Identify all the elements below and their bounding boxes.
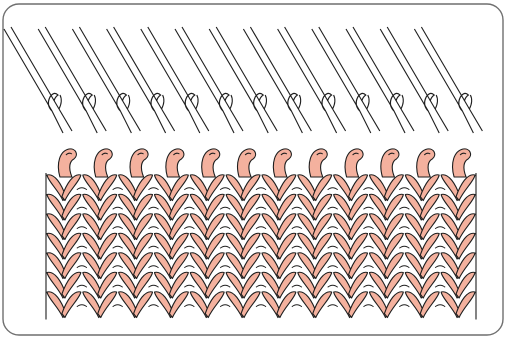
knitting-diagram — [2, 3, 504, 336]
